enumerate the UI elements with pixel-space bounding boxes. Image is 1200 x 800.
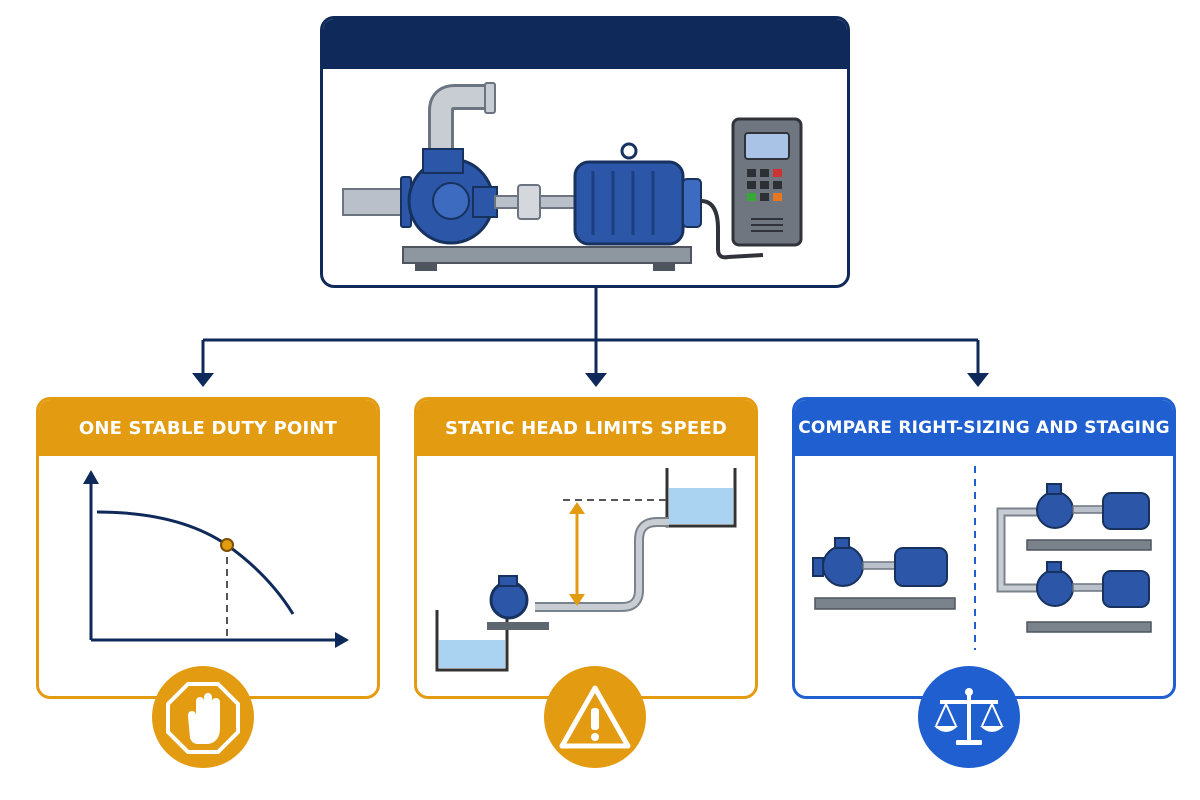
discharge-piping [535,517,669,612]
pump-configurations-diagram [812,466,1152,650]
card-title: COMPARE RIGHT-SIZING AND STAGING [795,400,1173,456]
arrowhead-left [192,373,214,387]
staged-pump-upper [1026,483,1152,551]
card-static-head: STATIC HEAD LIMITS SPEED [414,397,758,699]
suction-tank [435,610,509,672]
vfd-cable [700,199,764,260]
inlet-pipe [342,188,406,216]
stop-hand-icon [152,666,254,768]
system-overview-panel [320,16,850,288]
baseplate [402,246,692,264]
balance-scale-icon [918,666,1020,768]
vfd-display [744,132,790,160]
arrowhead-middle [585,373,607,387]
motor-body [573,160,685,246]
panel-header-band [323,19,847,69]
card-title: ONE STABLE DUTY POINT [39,400,377,456]
single-pump-unit [812,537,956,610]
static-head-diagram [435,468,737,672]
pump-small [489,580,529,620]
pump-motor-vfd-illustration [342,82,803,271]
warning-icon [544,666,646,768]
arrowhead-right [967,373,989,387]
staged-pump-lower [1026,561,1152,633]
card-title: STATIC HEAD LIMITS SPEED [417,400,755,456]
discharge-tank [665,468,737,528]
coupling [517,184,541,220]
card-right-sizing-staging: COMPARE RIGHT-SIZING AND STAGING [792,397,1176,699]
card-stable-duty-point: ONE STABLE DUTY POINT [36,397,380,699]
pump-curve-chart [83,470,349,648]
duty-point-marker [220,538,234,552]
lifting-eye [620,142,638,160]
pump-curve [96,510,295,615]
